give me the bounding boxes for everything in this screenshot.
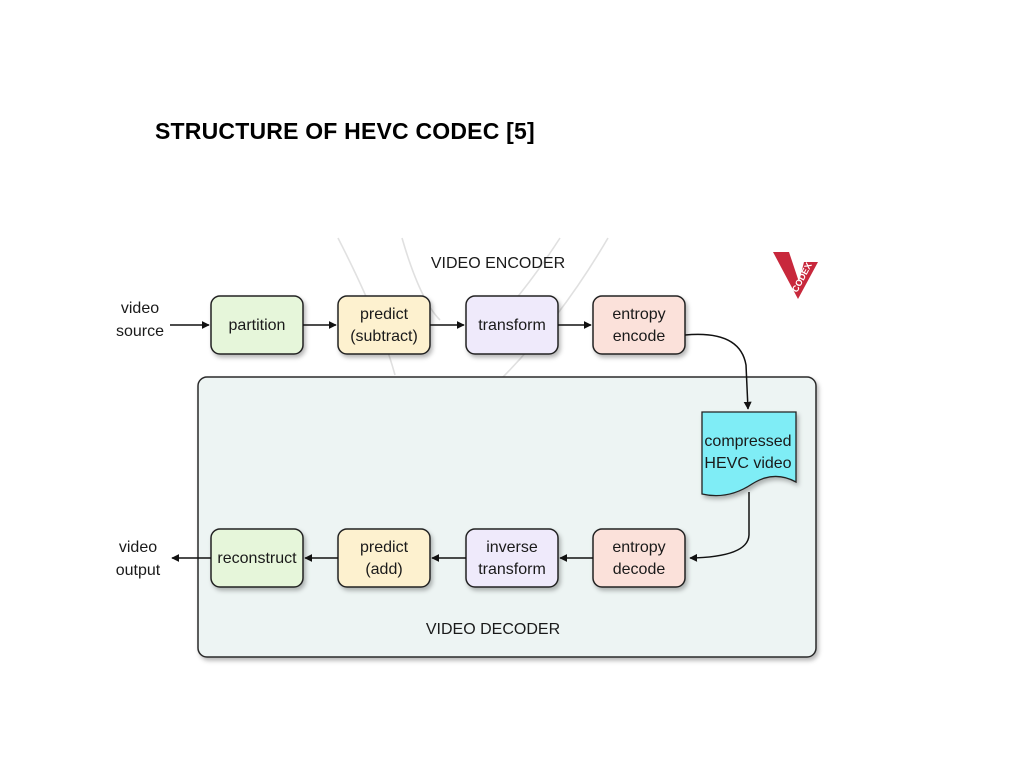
node-text-line: entropy [612,539,665,556]
decoder-label: VIDEO DECODER [426,621,560,638]
video-source-label: video source [116,300,164,340]
node-text-line: compressed [704,433,791,450]
decoder-node-inverse-transform: inverse transform [465,528,559,588]
video-source-line-1: video [121,300,159,317]
node-text-line: inverse [486,539,538,556]
node-text-line: (subtract) [350,328,418,345]
node-text-line: entropy [612,306,665,323]
node-box [337,528,431,588]
codex-logo: CODEX [773,252,818,299]
document-shape [701,411,797,497]
arrow-encode-to-bitstream [684,333,752,410]
encoder-node-transform: transform [465,295,559,355]
encoder-node-partition: partition [210,295,304,355]
logo-v-shape [773,252,818,299]
node-box [592,528,686,588]
node-box [592,295,686,355]
node-text-line: (add) [365,561,402,578]
decoder-node-entropy-decode: entropy decode [592,528,686,588]
node-text-line: transform [478,317,546,334]
encoder-node-entropy-encode: entropy encode [592,295,686,355]
video-source-line-2: source [116,323,164,340]
decoder-node-reconstruct: reconstruct [210,528,304,588]
node-text-line: encode [613,328,666,345]
video-output-line-1: video [119,539,157,556]
node-text-line: predict [360,539,409,556]
flow-arrows [170,321,752,562]
node-text-line: reconstruct [217,550,297,567]
node-box [337,295,431,355]
bitstream-document: compressed HEVC video [701,411,797,497]
video-output-label: video output [116,539,161,579]
encoder-label: VIDEO ENCODER [431,255,565,272]
slide-title: STRUCTURE OF HEVC CODEC [5] [155,118,535,144]
node-box [465,528,559,588]
node-text-line: HEVC video [704,455,791,472]
node-text-line: partition [229,317,286,334]
decoder-node-predict-add: predict (add) [337,528,431,588]
node-text-line: transform [478,561,546,578]
arrow-bitstream-to-decode [689,492,750,562]
encoder-node-predict-subtract: predict (subtract) [337,295,431,355]
node-text-line: predict [360,306,409,323]
node-text-line: decode [613,561,666,578]
video-output-line-2: output [116,562,161,579]
